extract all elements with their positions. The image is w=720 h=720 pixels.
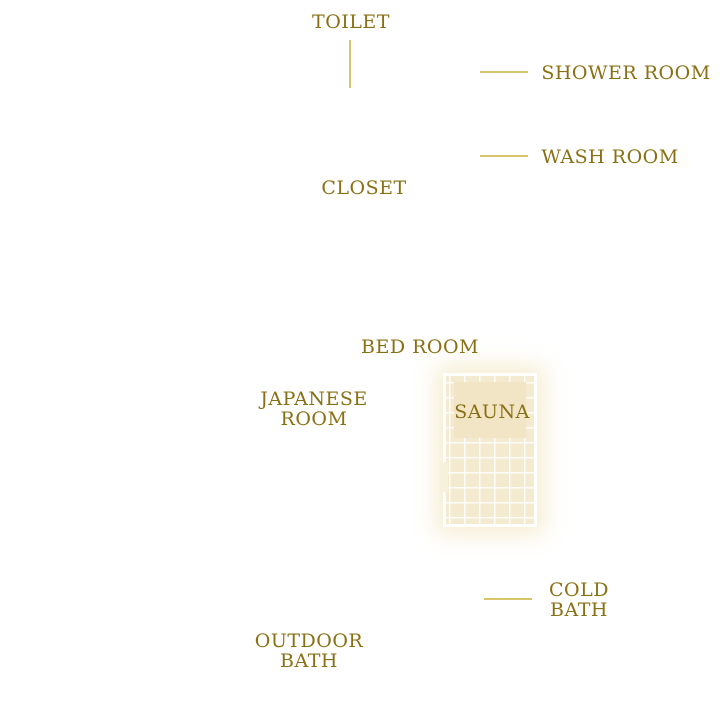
room-label-outdoor-bath-line1: OUTDOOR	[254, 630, 364, 652]
cold-bath-leader-line	[484, 598, 532, 600]
room-label-toilet-text: TOILET	[312, 11, 390, 33]
room-label-japanese-room[interactable]: JAPANESE ROOM	[250, 389, 378, 429]
room-label-bed-room[interactable]: BED ROOM	[356, 337, 484, 357]
room-label-cold-bath-line2: BATH	[550, 599, 608, 621]
room-label-outdoor-bath[interactable]: OUTDOOR BATH	[248, 631, 370, 671]
room-label-japanese-room-line2: ROOM	[280, 408, 348, 430]
toilet-leader-line	[349, 40, 351, 88]
room-label-wash-room[interactable]: WASH ROOM	[540, 147, 680, 167]
room-label-wash-room-text: WASH ROOM	[541, 146, 679, 168]
room-label-japanese-room-line1: JAPANESE	[260, 388, 368, 410]
room-label-sauna-text: SAUNA	[454, 401, 530, 423]
room-label-toilet[interactable]: TOILET	[306, 12, 396, 32]
room-label-cold-bath-line1: COLD	[549, 579, 609, 601]
room-label-shower-room[interactable]: SHOWER ROOM	[540, 63, 712, 83]
room-label-closet-text: CLOSET	[321, 177, 407, 199]
room-label-bed-room-text: BED ROOM	[360, 336, 480, 358]
room-label-closet[interactable]: CLOSET	[316, 178, 412, 198]
room-label-shower-room-text: SHOWER ROOM	[541, 62, 711, 84]
room-label-outdoor-bath-line2: BATH	[280, 650, 338, 672]
sauna-door	[440, 462, 448, 492]
shower-room-leader-line	[480, 71, 528, 73]
room-label-cold-bath[interactable]: COLD BATH	[540, 580, 618, 620]
room-label-sauna[interactable]: SAUNA	[448, 402, 536, 422]
sauna-bench-area	[454, 382, 526, 438]
wash-room-leader-line	[480, 155, 528, 157]
